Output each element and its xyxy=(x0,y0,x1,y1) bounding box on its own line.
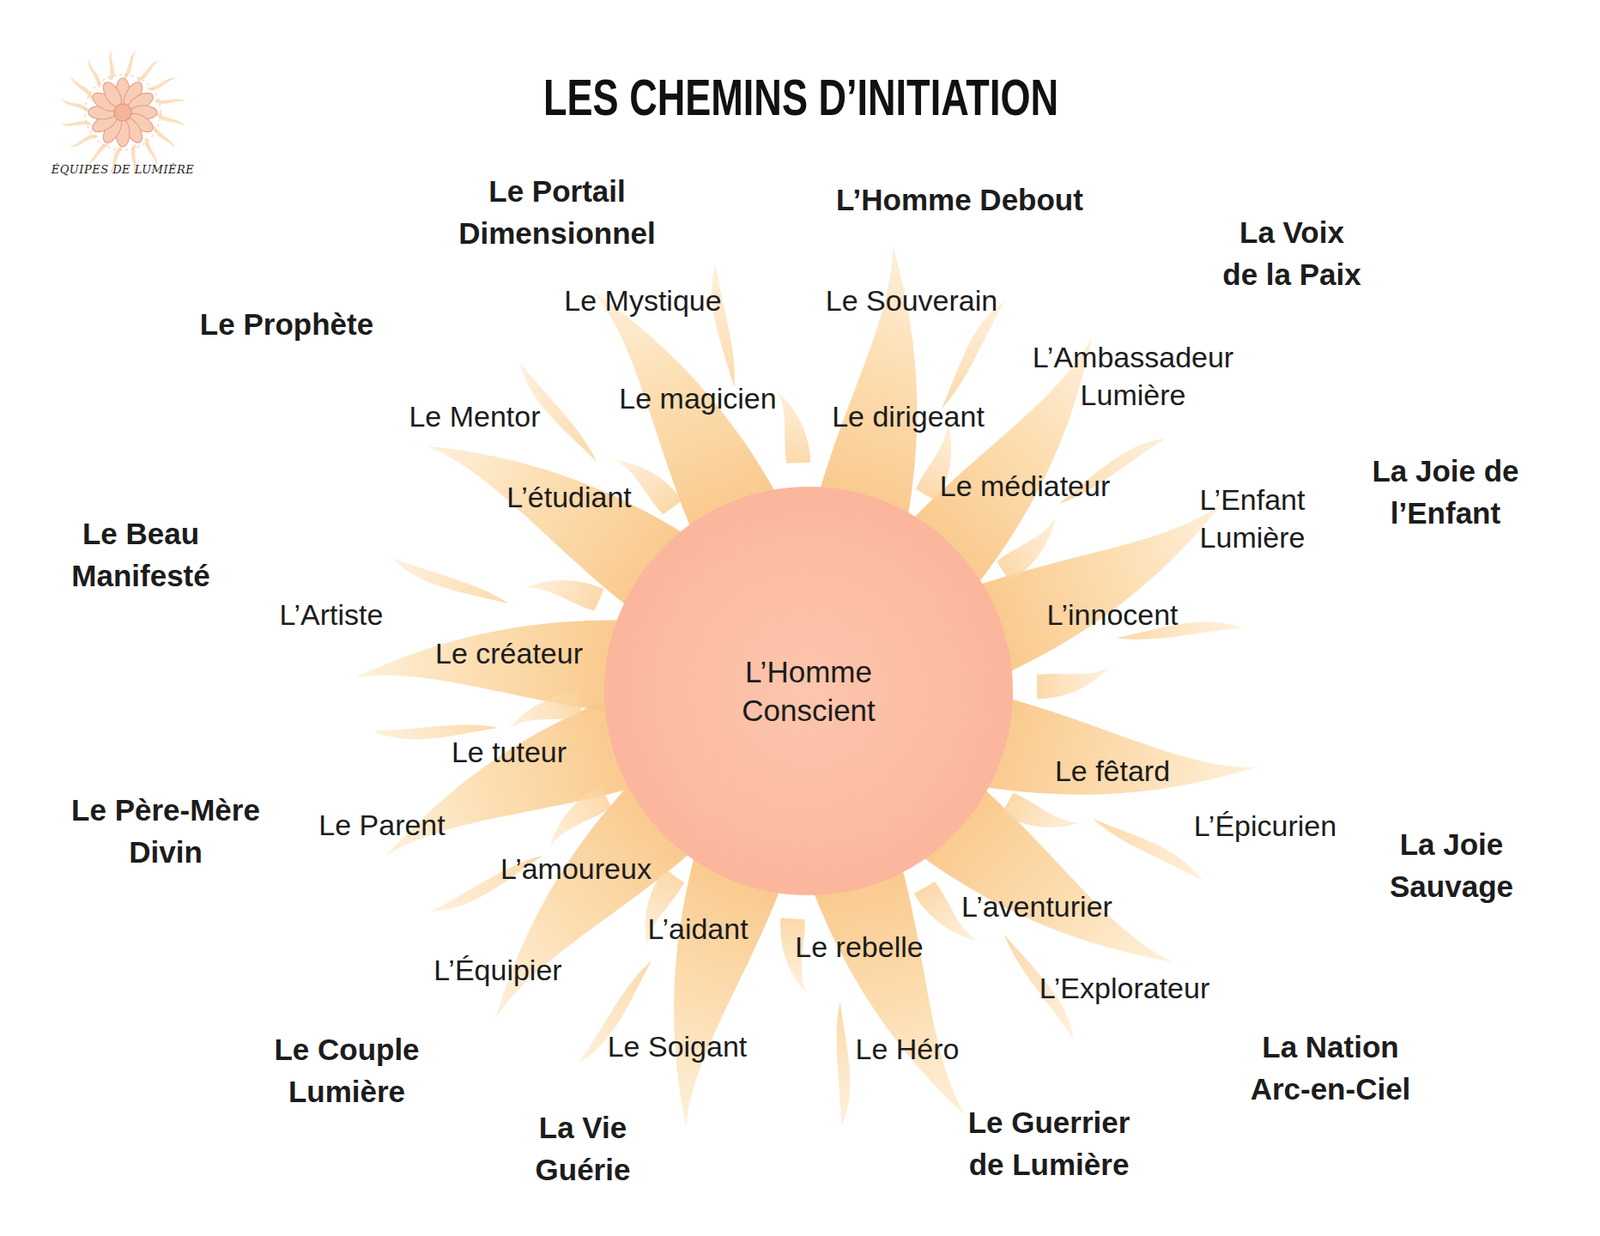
path-name: Le Portail Dimensionnel xyxy=(444,169,670,255)
flame-wisp xyxy=(1084,818,1211,881)
archetype-label: Le Mystique xyxy=(563,281,722,320)
path-name: La Joie Sauvage xyxy=(1375,823,1528,908)
flame-wisp xyxy=(535,785,615,847)
archetype-label: L’étudiant xyxy=(506,478,632,516)
flame-wisp xyxy=(524,559,604,618)
flame-wisp xyxy=(776,389,812,464)
logo-ring xyxy=(84,74,161,151)
flame-wisp xyxy=(387,557,513,604)
small-flame xyxy=(1036,666,1111,699)
archetype-label: Le créateur xyxy=(435,634,583,673)
logo-ray xyxy=(98,49,122,81)
archetype-label: L’aidant xyxy=(647,909,748,948)
logo-ray xyxy=(154,88,186,112)
path-name: La Vie Guérie xyxy=(526,1106,640,1191)
small-flame xyxy=(507,692,582,728)
title: LES CHEMINS D’INITIATION xyxy=(543,67,1059,128)
archetype-label: Le magicien xyxy=(618,379,776,418)
archetype-label: L’amoureux xyxy=(500,849,652,888)
flame-wisp xyxy=(507,692,582,728)
path-name: Le Couple Lumière xyxy=(267,1028,426,1113)
logo-mandala xyxy=(60,49,185,175)
small-flame xyxy=(535,785,615,847)
flame-wisp xyxy=(688,263,762,388)
path-name: La Joie de l’Enfant xyxy=(1365,449,1526,534)
archetype-label: L’Explorateur xyxy=(1039,969,1210,1007)
archetype-label: L’Épicurien xyxy=(1193,806,1337,845)
small-flame xyxy=(1001,787,1081,850)
archetype-label: Le médiateur xyxy=(939,466,1110,505)
archetype-label: L’innocent xyxy=(1046,595,1178,634)
path-name: Le Beau Manifesté xyxy=(68,512,213,597)
archetype-label: Le Soigant xyxy=(607,1027,748,1066)
path-name: Le Père-Mère Divin xyxy=(65,788,267,873)
path-name: L’Homme Debout xyxy=(836,178,1084,221)
path-name: Le Guerrier de Lumière xyxy=(961,1101,1137,1186)
path-name: La Voix de la Paix xyxy=(1219,211,1364,296)
archetype-label: Le Parent xyxy=(318,806,445,844)
archetype-label: L’Ambassadeur Lumière xyxy=(1024,338,1242,414)
archetype-label: L’aventurier xyxy=(961,887,1113,926)
archetype-label: L’Artiste xyxy=(279,595,384,634)
logo-ray xyxy=(65,76,97,100)
logo-ray xyxy=(60,98,89,113)
archetype-label: Le fêtard xyxy=(1054,751,1170,790)
logo-core xyxy=(114,103,132,122)
logo-ray xyxy=(135,54,159,86)
flame-wisp xyxy=(993,517,1072,582)
archetype-label: Le dirigeant xyxy=(831,397,985,436)
small-flame xyxy=(993,517,1072,582)
path-name: La Nation Arc-en-Ciel xyxy=(1245,1025,1416,1110)
center-text: L’Homme Conscient xyxy=(705,652,912,731)
logo-ray xyxy=(122,50,137,79)
archetype-label: Le Héro xyxy=(855,1030,960,1068)
path-name: Le Prophète xyxy=(200,303,374,346)
archetype-label: Le Souverain xyxy=(825,281,998,320)
logo-ray xyxy=(60,113,91,137)
flame-wisp xyxy=(1001,787,1081,850)
small-flame xyxy=(524,559,604,618)
archetype-label: L’Enfant Lumière xyxy=(1191,480,1314,557)
archetype-label: L’Équipier xyxy=(433,951,562,989)
logo-ray xyxy=(157,112,185,127)
flame-rays xyxy=(354,245,1261,1146)
archetype-label: Le Mentor xyxy=(408,397,540,436)
logo-text: ÉQUIPES DE LUMIÈRE xyxy=(51,163,195,176)
archetype-label: Le rebelle xyxy=(794,927,923,966)
flame-wisp xyxy=(1036,666,1111,699)
archetype-label: Le tuteur xyxy=(451,733,567,771)
small-flame xyxy=(776,389,812,464)
logo-ray xyxy=(149,125,181,149)
center-circle: L’Homme Conscient xyxy=(604,486,1013,896)
